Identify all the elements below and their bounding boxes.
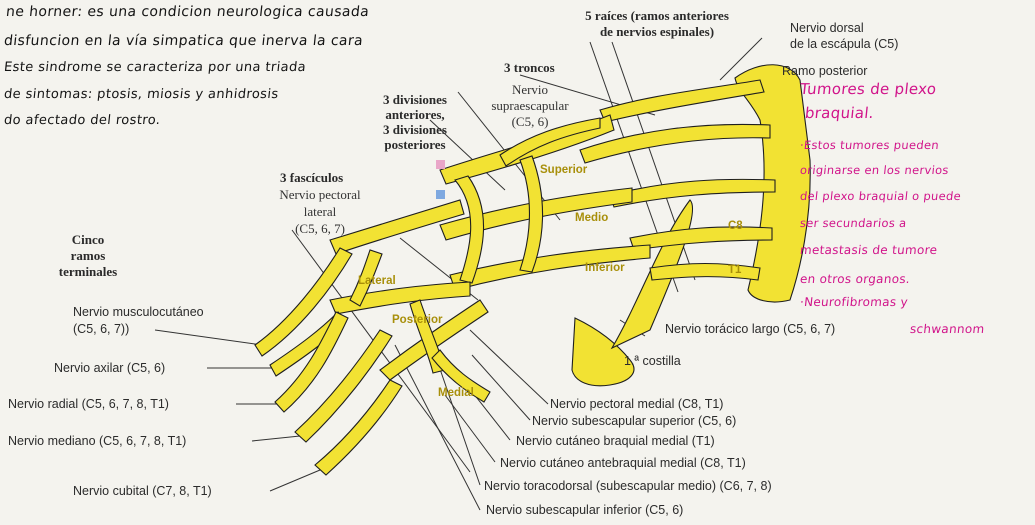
musculocutaneous-line-1: Nervio musculocutáneo <box>73 304 204 321</box>
trunk-middle-label: Medio <box>575 212 608 224</box>
swatch-posterior <box>436 190 445 199</box>
handwritten-note-line-4: de sintomas: ptosis, miosis y anhidrosis <box>3 87 279 102</box>
first-rib-label: 1.ª costilla <box>624 354 681 369</box>
radial-label: Nervio radial (C5, 6, 7, 8, T1) <box>8 397 169 412</box>
medial-pectoral-label: Nervio pectoral medial (C8, T1) <box>550 397 723 412</box>
terminal-heading-line-2: ramos <box>48 248 128 264</box>
divisions-heading-line-1: 3 divisiones <box>360 92 470 107</box>
dorsal-scapular-line-2: de la escápula (C5) <box>790 36 898 52</box>
trunk-superior-label: Superior <box>540 164 587 176</box>
suprascapular-line-1: Nervio <box>470 82 590 98</box>
cord-lateral-label: Lateral <box>358 275 396 287</box>
root-c5 <box>600 80 764 122</box>
medial-antebrachial-cutaneous-label: Nervio cutáneo antebraquial medial (C8, … <box>500 456 746 471</box>
pink-line-1: ·Estos tumores pueden <box>799 138 939 152</box>
ulnar-nerve <box>315 380 402 475</box>
roots-heading: 5 raíces (ramos anteriores de nervios es… <box>552 8 762 40</box>
lateral-pectoral-line-3: (C5, 6, 7) <box>254 220 386 237</box>
thoracodorsal-label: Nervio toracodorsal (subescapular medio)… <box>484 479 772 494</box>
pink-line-2: originarse en los nervios <box>799 163 949 177</box>
cord-medial-label: Medial <box>438 387 474 399</box>
root-t1 <box>650 264 760 281</box>
trunks-heading: 3 troncos <box>504 60 555 75</box>
lateral-pectoral-label: Nervio pectoral lateral (C5, 6, 7) <box>254 186 386 237</box>
long-thoracic-label: Nervio torácico largo (C5, 6, 7) <box>665 322 835 337</box>
musculocutaneous-label: Nervio musculocutáneo (C5, 6, 7)) <box>73 304 204 338</box>
divisions-heading: 3 divisiones anteriores, 3 divisiones po… <box>360 92 470 152</box>
divisions-heading-line-4: posteriores <box>360 137 470 152</box>
handwritten-note-line-2: disfuncion en la vía simpatica que inerv… <box>3 33 364 49</box>
terminal-heading-line-3: terminales <box>48 264 128 280</box>
terminal-branches-heading: Cinco ramos terminales <box>48 232 128 280</box>
pink-line-7: ·Neurofibromas y <box>799 295 908 309</box>
root-c8 <box>630 227 772 250</box>
roots-heading-line-2: de nervios espinales) <box>552 24 762 40</box>
lower-subscapular-label: Nervio subescapular inferior (C5, 6) <box>486 503 683 518</box>
pink-title-line-1: Tumores de plexo <box>799 80 937 98</box>
pink-title-line-2: braquial. <box>804 104 875 122</box>
trunk-inferior-label: Inferior <box>585 262 625 274</box>
divisions-heading-line-2: anteriores, <box>360 107 470 122</box>
terminal-heading-line-1: Cinco <box>48 232 128 248</box>
root-t1-label: T1 <box>728 264 741 276</box>
root-c8-label: C8 <box>728 220 743 232</box>
lateral-pectoral-line-2: lateral <box>254 203 386 220</box>
pink-line-4: ser secundarios a <box>799 216 907 230</box>
roots-heading-line-1: 5 raíces (ramos anteriores <box>552 8 762 24</box>
handwritten-note-line-1: ne horner: es una condicion neurologica … <box>5 4 370 20</box>
handwritten-note-line-5: do afectado del rostro. <box>3 113 161 128</box>
upper-subscapular-label: Nervio subescapular superior (C5, 6) <box>532 414 736 429</box>
median-label: Nervio mediano (C5, 6, 7, 8, T1) <box>8 434 186 449</box>
root-c7 <box>610 179 775 207</box>
cord-posterior-label: Posterior <box>392 314 443 326</box>
musculocutaneous-line-2: (C5, 6, 7)) <box>73 321 204 338</box>
pink-line-5: metastasis de tumore <box>799 243 938 257</box>
pink-line-3: del plexo braquial o puede <box>799 189 962 203</box>
pink-line-8: schwannom <box>909 322 985 336</box>
dorsal-scapular-label: Nervio dorsal de la escápula (C5) <box>790 20 898 52</box>
ulnar-label: Nervio cubital (C7, 8, T1) <box>73 484 212 499</box>
divisions-heading-line-3: 3 divisiones <box>360 122 470 137</box>
axillary-label: Nervio axilar (C5, 6) <box>54 361 165 376</box>
suprascapular-line-2: supraescapular <box>470 98 590 114</box>
suprascapular-label: Nervio supraescapular (C5, 6) <box>470 82 590 130</box>
cords-heading: 3 fascículos <box>280 170 343 185</box>
medial-brachial-cutaneous-label: Nervio cutáneo braquial medial (T1) <box>516 434 715 449</box>
posterior-branch-label: Ramo posterior <box>782 64 867 79</box>
handwritten-note-line-3: Este sindrome se caracteriza por una tri… <box>3 60 307 75</box>
dorsal-scapular-line-1: Nervio dorsal <box>790 20 898 36</box>
swatch-anterior <box>436 160 445 169</box>
suprascapular-line-3: (C5, 6) <box>470 114 590 130</box>
lateral-pectoral-line-1: Nervio pectoral <box>254 186 386 203</box>
pink-line-6: en otros organos. <box>799 272 911 286</box>
